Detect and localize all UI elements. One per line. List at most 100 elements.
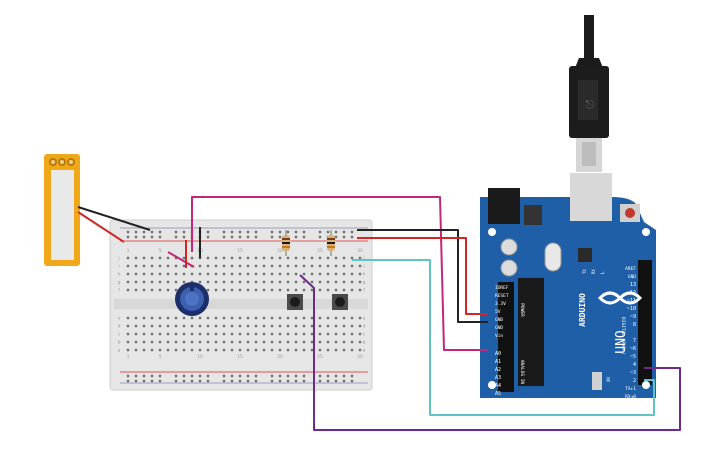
pushbutton-1[interactable]	[287, 294, 303, 310]
breadboard-hole[interactable]	[166, 264, 170, 268]
breadboard-hole[interactable]	[198, 332, 202, 336]
breadboard-hole[interactable]	[134, 374, 138, 378]
pin-a5[interactable]: A5	[495, 391, 501, 397]
breadboard-hole[interactable]	[270, 316, 274, 320]
breadboard-hole[interactable]	[254, 288, 258, 292]
breadboard-hole[interactable]	[342, 288, 346, 292]
breadboard-hole[interactable]	[318, 264, 322, 268]
breadboard-hole[interactable]	[350, 324, 354, 328]
breadboard-hole[interactable]	[182, 316, 186, 320]
breadboard-hole[interactable]	[190, 324, 194, 328]
breadboard-hole[interactable]	[238, 374, 242, 378]
breadboard-hole[interactable]	[206, 379, 210, 383]
breadboard-hole[interactable]	[222, 379, 226, 383]
breadboard-hole[interactable]	[294, 280, 298, 284]
breadboard-hole[interactable]	[334, 316, 338, 320]
breadboard-hole[interactable]	[158, 379, 162, 383]
breadboard-hole[interactable]	[166, 332, 170, 336]
breadboard-hole[interactable]	[174, 374, 178, 378]
breadboard-hole[interactable]	[190, 332, 194, 336]
breadboard-hole[interactable]	[230, 235, 234, 239]
breadboard-hole[interactable]	[270, 235, 274, 239]
breadboard-hole[interactable]	[150, 230, 154, 234]
breadboard-hole[interactable]	[294, 348, 298, 352]
breadboard-hole[interactable]	[350, 374, 354, 378]
breadboard-hole[interactable]	[222, 280, 226, 284]
breadboard-hole[interactable]	[246, 324, 250, 328]
pin-reset[interactable]: RESET	[495, 293, 509, 299]
breadboard-hole[interactable]	[302, 230, 306, 234]
breadboard-hole[interactable]	[150, 272, 154, 276]
breadboard-hole[interactable]	[230, 324, 234, 328]
breadboard-hole[interactable]	[182, 235, 186, 239]
pin-gnd-1[interactable]: GND	[495, 317, 503, 323]
breadboard-hole[interactable]	[254, 316, 258, 320]
pin-a0[interactable]: A0	[495, 351, 501, 357]
breadboard-hole[interactable]	[326, 340, 330, 344]
breadboard-hole[interactable]	[206, 348, 210, 352]
breadboard-hole[interactable]	[358, 288, 362, 292]
breadboard-hole[interactable]	[174, 340, 178, 344]
breadboard-hole[interactable]	[262, 316, 266, 320]
breadboard-hole[interactable]	[278, 230, 282, 234]
pin-gnd-2[interactable]: GND	[495, 325, 503, 331]
breadboard-hole[interactable]	[262, 280, 266, 284]
breadboard-hole[interactable]	[310, 272, 314, 276]
breadboard-hole[interactable]	[182, 272, 186, 276]
breadboard-hole[interactable]	[326, 272, 330, 276]
potentiometer[interactable]	[175, 282, 209, 316]
breadboard-hole[interactable]	[278, 316, 282, 320]
breadboard-hole[interactable]	[246, 288, 250, 292]
breadboard-hole[interactable]	[302, 348, 306, 352]
breadboard-hole[interactable]	[222, 288, 226, 292]
breadboard-hole[interactable]	[342, 374, 346, 378]
breadboard-hole[interactable]	[230, 379, 234, 383]
breadboard-hole[interactable]	[134, 230, 138, 234]
breadboard-hole[interactable]	[358, 280, 362, 284]
breadboard-hole[interactable]	[318, 288, 322, 292]
breadboard-hole[interactable]	[254, 324, 258, 328]
pin-d12[interactable]: 12	[630, 290, 636, 296]
breadboard-hole[interactable]	[166, 280, 170, 284]
breadboard-hole[interactable]	[246, 374, 250, 378]
breadboard-hole[interactable]	[214, 340, 218, 344]
breadboard-hole[interactable]	[174, 280, 178, 284]
breadboard-hole[interactable]	[342, 280, 346, 284]
breadboard-hole[interactable]	[230, 280, 234, 284]
breadboard-hole[interactable]	[238, 316, 242, 320]
breadboard-hole[interactable]	[310, 348, 314, 352]
breadboard-hole[interactable]	[326, 332, 330, 336]
wire-purple[interactable]	[299, 274, 681, 431]
breadboard-hole[interactable]	[318, 374, 322, 378]
breadboard-hole[interactable]	[302, 324, 306, 328]
breadboard-hole[interactable]	[230, 374, 234, 378]
breadboard-hole[interactable]	[254, 374, 258, 378]
breadboard-hole[interactable]	[142, 340, 146, 344]
breadboard-hole[interactable]	[158, 272, 162, 276]
breadboard-hole[interactable]	[270, 272, 274, 276]
breadboard-hole[interactable]	[334, 374, 338, 378]
arduino-uno-board[interactable]: ARDUINO UNO TX RX L ON IOREF RESET 3.3V …	[480, 173, 656, 400]
breadboard-hole[interactable]	[286, 230, 290, 234]
breadboard-hole[interactable]	[310, 280, 314, 284]
breadboard-hole[interactable]	[206, 280, 210, 284]
breadboard-hole[interactable]	[318, 316, 322, 320]
breadboard-hole[interactable]	[246, 235, 250, 239]
breadboard-hole[interactable]	[318, 280, 322, 284]
breadboard-hole[interactable]	[262, 264, 266, 268]
breadboard-hole[interactable]	[198, 379, 202, 383]
breadboard-hole[interactable]	[222, 264, 226, 268]
breadboard-hole[interactable]	[278, 348, 282, 352]
breadboard-hole[interactable]	[278, 272, 282, 276]
breadboard-hole[interactable]	[198, 374, 202, 378]
breadboard-hole[interactable]	[190, 316, 194, 320]
breadboard-hole[interactable]	[278, 235, 282, 239]
breadboard-hole[interactable]	[302, 332, 306, 336]
breadboard-hole[interactable]	[238, 264, 242, 268]
pin-d3[interactable]: ~3	[630, 370, 636, 376]
breadboard-hole[interactable]	[318, 272, 322, 276]
wire-top-magenta[interactable]	[191, 196, 488, 351]
breadboard-hole[interactable]	[206, 324, 210, 328]
breadboard-hole[interactable]	[342, 264, 346, 268]
breadboard-hole[interactable]	[270, 264, 274, 268]
